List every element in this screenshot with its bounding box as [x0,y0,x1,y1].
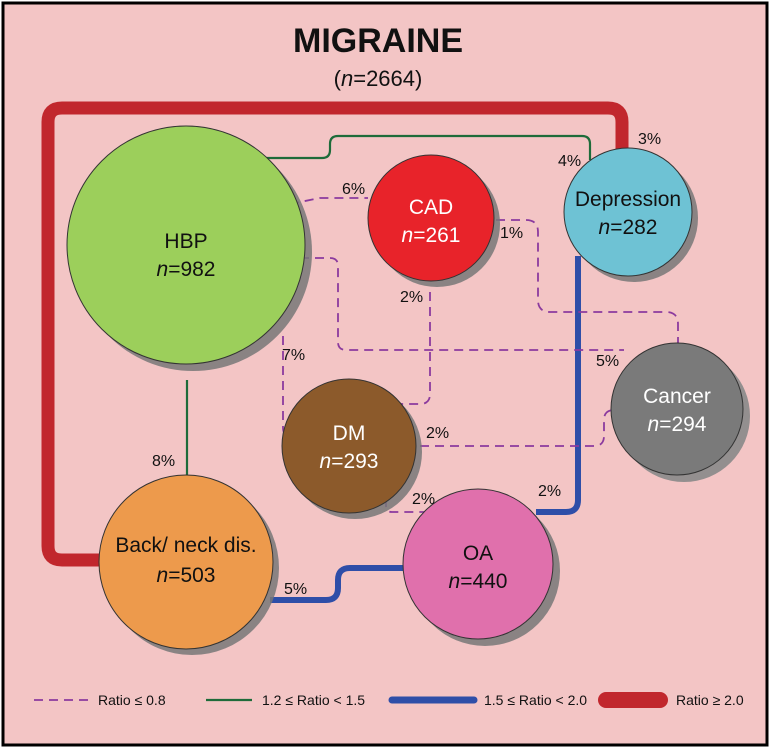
edge-label-hbp-cad: 6% [342,181,365,198]
node-dm-label: DM [333,422,366,445]
diagram-title: MIGRAINE [293,22,463,60]
edge-dm-cancer [420,409,615,447]
edge-depression-backneck [41,101,629,567]
node-cancer-label: Cancer [643,385,711,408]
edge-hbp-depression [258,134,592,160]
edge-label-dep-back: 3% [638,131,661,148]
edge-cad-cancer [496,219,679,346]
node-backneck-label: Back/ neck dis. [115,534,256,557]
edge-label-hbp-back: 8% [152,453,175,470]
diagram-subtitle: (n=2664) [334,66,423,91]
legend-label-4: Ratio ≥ 2.0 [676,692,744,708]
node-hbp-label: HBP [164,230,207,253]
node-depression-circle [563,147,693,277]
node-backneck: Back/ neck dis. n=503 [98,474,279,655]
node-backneck-n: n=503 [157,564,216,587]
edge-label-back-oa: 5% [284,581,307,598]
node-depression-label: Depression [575,188,681,211]
edge-label-dm-oa: 2% [412,491,435,508]
node-cancer: Cancer n=294 [610,342,750,482]
edge-label-hbp-dep: 4% [558,153,581,170]
node-depression: Depression n=282 [563,147,698,282]
node-cad-n: n=261 [402,224,461,247]
edge-backneck-oa [270,565,412,603]
edge-label-dep-oa: 2% [538,483,561,500]
legend: Ratio ≤ 0.8 1.2 ≤ Ratio < 1.5 1.5 ≤ Rati… [34,692,744,708]
legend-label-3: 1.5 ≤ Ratio < 2.0 [484,692,587,708]
node-oa-label: OA [463,542,493,565]
node-cad: CAD n=261 [367,154,500,287]
node-hbp: HBP n=982 [66,125,312,371]
node-cad-label: CAD [409,196,453,219]
node-hbp-n: n=982 [157,258,216,281]
node-backneck-circle [98,474,274,650]
edge-label-hbp-cancer: 5% [596,353,619,370]
legend-label-1: Ratio ≤ 0.8 [98,692,166,708]
node-cancer-circle [610,342,744,476]
node-cancer-n: n=294 [648,413,707,436]
edge-hbp-cad [289,197,368,205]
node-dm-circle [281,378,417,514]
node-dm-n: n=293 [320,450,379,473]
edge-label-hbp-dm: 7% [282,347,305,364]
edge-cad-dm [400,292,431,405]
node-oa-n: n=440 [449,570,508,593]
edge-label-cad-dep: 1% [500,225,523,242]
node-oa: OA n=440 [402,488,560,646]
edge-label-dm-cancer: 2% [426,425,449,442]
edge-hbp-cancer [300,257,624,351]
node-cad-circle [367,154,495,282]
node-hbp-circle [66,125,306,365]
edge-label-cad-dm: 2% [400,289,423,306]
legend-label-2: 1.2 ≤ Ratio < 1.5 [262,692,365,708]
node-depression-n: n=282 [599,216,658,239]
node-oa-circle [402,488,554,640]
node-dm: DM n=293 [281,378,422,519]
edge-depression-oa [536,256,581,515]
